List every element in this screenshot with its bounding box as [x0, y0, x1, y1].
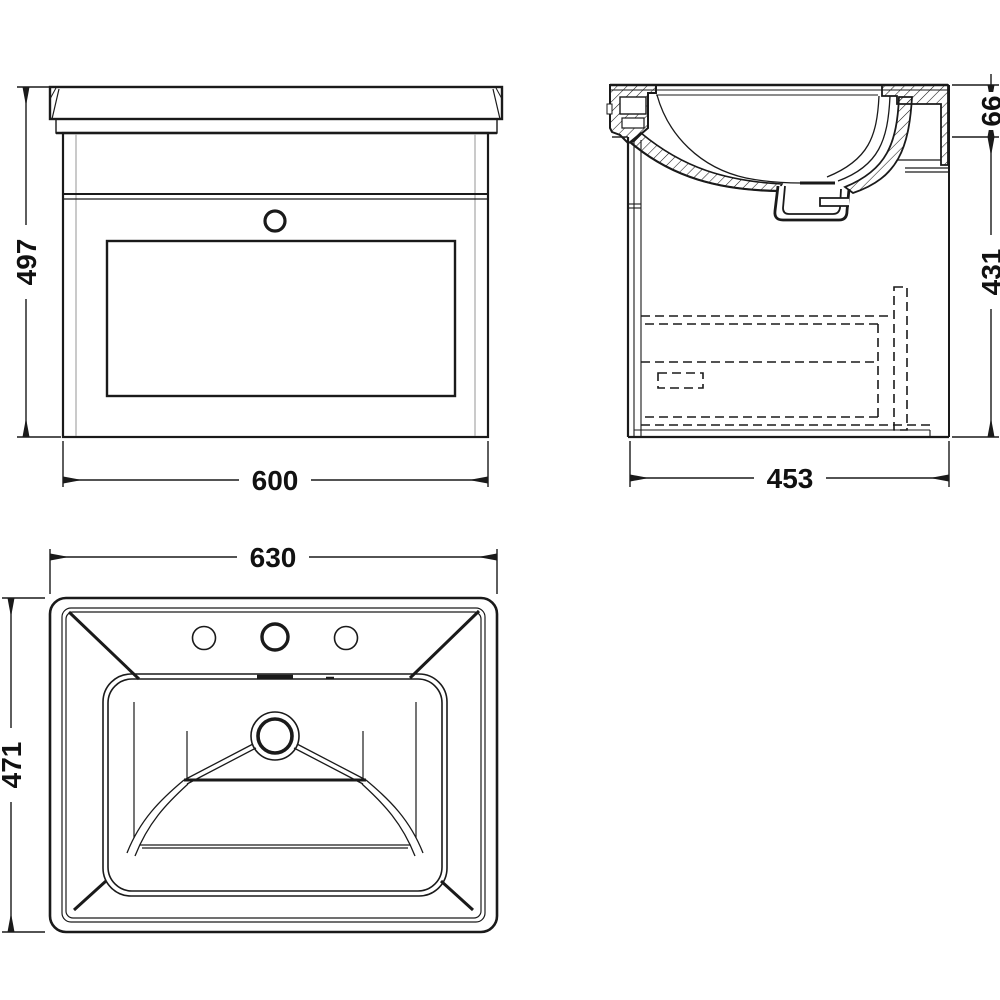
side-depth-dimension: 453	[629, 441, 950, 494]
side-cabinet-height-dimension: 431	[952, 136, 1000, 438]
side-drawer-hidden-lines	[641, 286, 930, 431]
plan-tap-hole-center	[260, 622, 290, 652]
plan-corner-diagonals	[67, 609, 481, 912]
side-drawer-runner-hidden	[657, 372, 704, 389]
dim-plan-depth: 471	[0, 742, 27, 789]
dim-side-depth: 453	[767, 463, 814, 494]
side-overflow-channel-section	[843, 96, 913, 195]
front-view: 497 600	[11, 85, 504, 496]
front-moulding-strip	[55, 118, 498, 135]
side-basin-section	[606, 83, 949, 222]
plan-tap-holes	[191, 622, 359, 652]
plan-tap-hole-left	[191, 625, 217, 651]
dim-front-width: 600	[252, 465, 299, 496]
plan-tap-hole-right	[333, 625, 359, 651]
front-tap-hole	[263, 209, 287, 233]
dim-plan-width: 630	[250, 542, 297, 573]
front-basin-rim	[48, 85, 504, 121]
plan-drain	[250, 711, 300, 761]
side-drain-trap	[773, 185, 851, 222]
front-cabinet-outline	[61, 131, 490, 439]
dim-side-basin-height: 66	[976, 95, 1000, 126]
side-cabinet-outline	[612, 85, 950, 439]
dim-front-height: 497	[11, 239, 42, 286]
side-basin-height-dimension: 66	[952, 74, 1000, 138]
plan-basin-outer-edge	[48, 596, 499, 934]
front-height-dimension: 497	[11, 86, 61, 438]
plan-depth-dimension: 471	[0, 597, 45, 933]
plan-bowl-rim	[102, 673, 448, 897]
side-back-bracket-hidden	[893, 286, 908, 431]
plan-width-dimension: 630	[49, 542, 498, 594]
side-back-rim-section	[881, 84, 949, 166]
plan-bowl-contours	[126, 702, 424, 857]
plan-view: 630 471	[0, 542, 499, 934]
side-drain-spigot	[819, 197, 849, 207]
side-view: 66 431 453	[606, 74, 1000, 494]
front-width-dimension: 600	[62, 441, 489, 496]
front-drawer-panel	[105, 239, 457, 398]
dim-side-cabinet-height: 431	[976, 249, 1000, 296]
side-bowl-inner-surface	[656, 94, 802, 184]
